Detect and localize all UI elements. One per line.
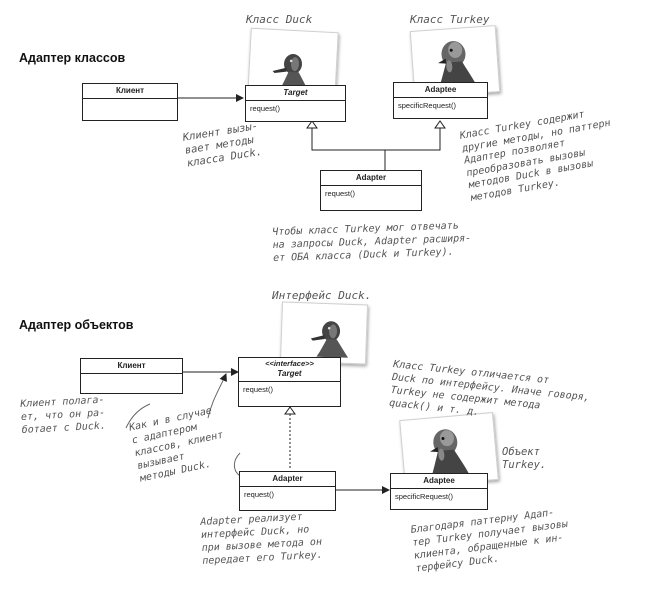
uml-adapter-name-2: Adapter (240, 472, 335, 487)
uml-adaptee-method: specificRequest() (398, 101, 456, 110)
uml-adaptee-box-2[interactable]: Adaptee specificRequest() (390, 473, 488, 510)
duck-icon-2 (310, 321, 349, 358)
note-adapter-implements-duck: Adapter реализует интерфейс Duck, но при… (200, 511, 323, 567)
note-arrow-client-calls (207, 373, 227, 419)
uml-adapter-method-2: request() (244, 490, 275, 499)
note-adapter-extends-both: Чтобы класс Turkey мог отвечать на запро… (272, 220, 472, 264)
turkey-photo-2 (399, 412, 499, 488)
turkey-icon-2 (430, 429, 471, 480)
note-arrow-pattern (233, 452, 241, 477)
duck-interface-caption: Интерфейс Duck. (272, 289, 372, 302)
section-title-object-adapter: Адаптер объектов (19, 318, 134, 332)
uml-adapter-name: Adapter (321, 171, 421, 186)
uml-adapter-box[interactable]: Adapter request() (320, 170, 422, 211)
adapter-target-inheritance (311, 128, 386, 170)
note-arrow-client-object (125, 403, 151, 429)
duck-class-caption: Класс Duck (246, 13, 313, 26)
note-client-thinks-duck: Клиент полага- ет, что он ра- ботает с D… (20, 394, 107, 436)
uml-adaptee-method-2: specificRequest() (395, 492, 453, 501)
note-turkey-object: Объект Turkey. (502, 446, 547, 471)
uml-target-stereotype: <<interface>> (265, 359, 314, 368)
uml-target-interface-name: Target (277, 369, 302, 378)
uml-target-interface-header: <<interface>> Target (239, 358, 340, 382)
uml-client-box[interactable]: Клиент (82, 83, 178, 121)
uml-adaptee-name-2: Adaptee (391, 474, 487, 489)
uml-target-interface-box[interactable]: <<interface>> Target request() (238, 357, 341, 407)
uml-client-name: Клиент (83, 84, 177, 99)
uml-adaptee-box[interactable]: Adaptee specificRequest() (393, 82, 488, 119)
section-title-class-adapter: Адаптер классов (19, 51, 126, 65)
uml-adaptee-name: Adaptee (394, 83, 487, 98)
duck-photo-2 (279, 301, 369, 365)
turkey-class-caption: Класс Turkey (410, 13, 490, 26)
uml-adapter-method: request() (325, 189, 356, 198)
uml-client-box-2[interactable]: Клиент (80, 358, 183, 394)
adapter-adaptee-inheritance (385, 128, 441, 151)
uml-client-name-2: Клиент (81, 359, 182, 374)
uml-target-interface-method: request() (243, 385, 274, 394)
uml-target-name: Target (246, 86, 345, 101)
uml-adapter-box-2[interactable]: Adapter request() (239, 471, 336, 511)
uml-target-method: request() (250, 104, 281, 113)
uml-target-box[interactable]: Target request() (245, 85, 346, 122)
